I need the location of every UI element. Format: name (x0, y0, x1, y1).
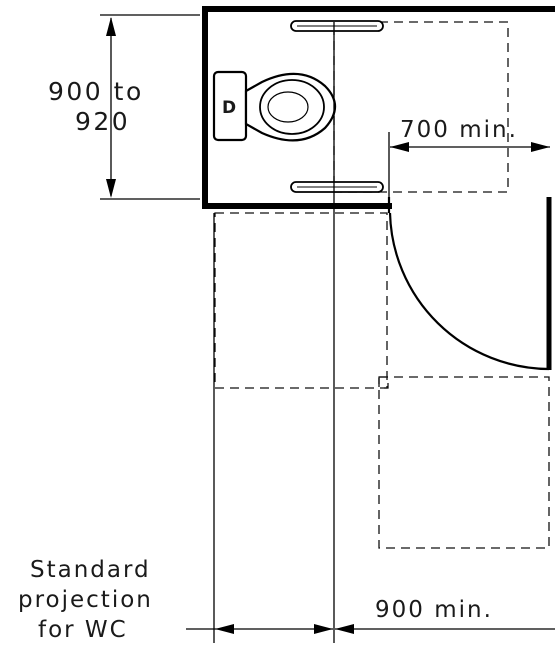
projection-label-line3: for WC (38, 617, 128, 643)
cubicle-width-label-line2: 920 (75, 107, 130, 136)
door-width-label: 700 min. (400, 117, 518, 143)
pan-outer (244, 72, 337, 142)
grab-rail-top (290, 20, 384, 32)
pan-bowl (267, 91, 309, 123)
activity-zone-right (378, 376, 550, 549)
projection-dimension (186, 213, 333, 643)
cubicle-width-dimension (100, 14, 200, 200)
cubicle-width-label-line1: 900 to (48, 77, 144, 106)
cistern-mark: D (222, 98, 236, 118)
transfer-zone (333, 21, 509, 193)
cubicle-wall (202, 6, 555, 209)
projection-label-line2: projection (18, 587, 153, 613)
grab-rail-bottom (290, 181, 384, 193)
door-swing-arc (388, 212, 550, 371)
door-icon (387, 197, 552, 371)
activity-zone-left (214, 212, 388, 389)
projection-label-line1: Standard (30, 557, 151, 583)
wc-pan-icon (212, 70, 337, 142)
clear-space-label: 900 min. (375, 597, 493, 623)
clear-space-dimension (335, 624, 555, 634)
pan-rim (259, 79, 325, 135)
zone-corner-mark (378, 376, 389, 389)
door-width-dimension (388, 132, 550, 198)
